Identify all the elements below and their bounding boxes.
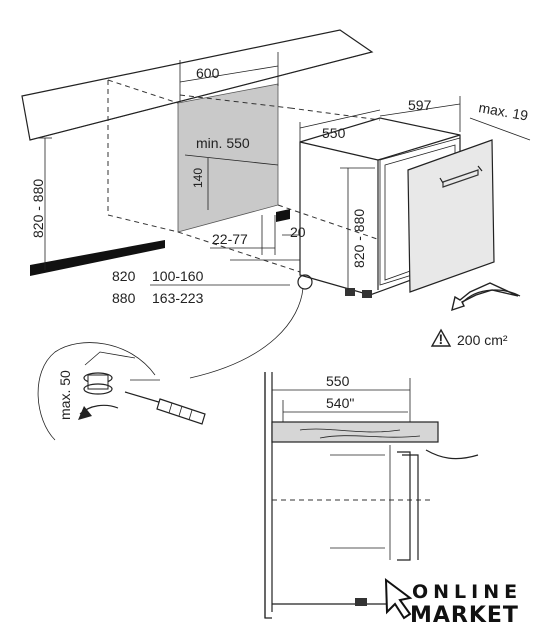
label-max-50: max. 50 [57, 370, 73, 420]
depth-597-dimension: 597 [379, 96, 461, 132]
label-600: 600 [196, 65, 220, 81]
cursor-icon [384, 577, 413, 620]
label-597: 597 [408, 97, 432, 113]
label-20: 20 [290, 224, 306, 240]
foot-row2-height: 880 [112, 290, 136, 306]
label-140: 140 [191, 168, 205, 188]
ventilation-arrow [451, 282, 521, 312]
foot-row1-range: 100-160 [152, 268, 204, 284]
warning-icon [430, 328, 452, 347]
section-view: 550 540" [264, 372, 479, 619]
countertop [21, 29, 374, 141]
foot-row1-height: 820 [112, 268, 136, 284]
foot-adjust-table: 820 100-160 880 163-223 [112, 259, 300, 306]
label-niche-height: 820 - 880 [30, 179, 46, 238]
plinth-140-dimension: 140 [191, 158, 209, 210]
niche-back-panel [177, 83, 279, 233]
label-min-550: min. 550 [196, 135, 250, 151]
logo-online: ONLINE [412, 581, 522, 603]
svg-text:!: ! [439, 331, 444, 347]
plinth [30, 209, 290, 276]
foot-detail: max. 50 [37, 287, 304, 441]
niche-outline [107, 79, 381, 273]
width-600-dimension: 600 [179, 52, 279, 102]
label-200-cm2: 200 cm² [457, 332, 508, 348]
label-appliance-height: 820 - 880 [351, 209, 367, 268]
depth-550-dimension: 550 [299, 109, 381, 142]
plinth-range-dimension: 22-77 [210, 215, 276, 255]
section-label-540: 540" [326, 395, 354, 411]
online-market-logo: ONLINE MARKET [384, 577, 522, 628]
label-550: 550 [322, 125, 346, 141]
appliance-height-dimension: 820 - 880 [340, 167, 375, 290]
appliance-door [407, 139, 495, 293]
label-22-77: 22-77 [212, 231, 248, 247]
foot-row2-range: 163-223 [152, 290, 204, 306]
label-max-19: max. 19 [477, 99, 529, 123]
ventilation-label: ! 200 cm² [430, 328, 508, 348]
min-depth-dimension: min. 550 [184, 135, 279, 166]
logo-market: MARKET [410, 603, 519, 628]
section-label-550: 550 [326, 373, 350, 389]
plinth-20-dimension: 20 [282, 224, 306, 240]
door-offset-dimension: max. 19 [469, 99, 531, 141]
niche-height-dimension: 820 - 880 [30, 137, 52, 270]
screwdriver-icon [124, 391, 206, 425]
